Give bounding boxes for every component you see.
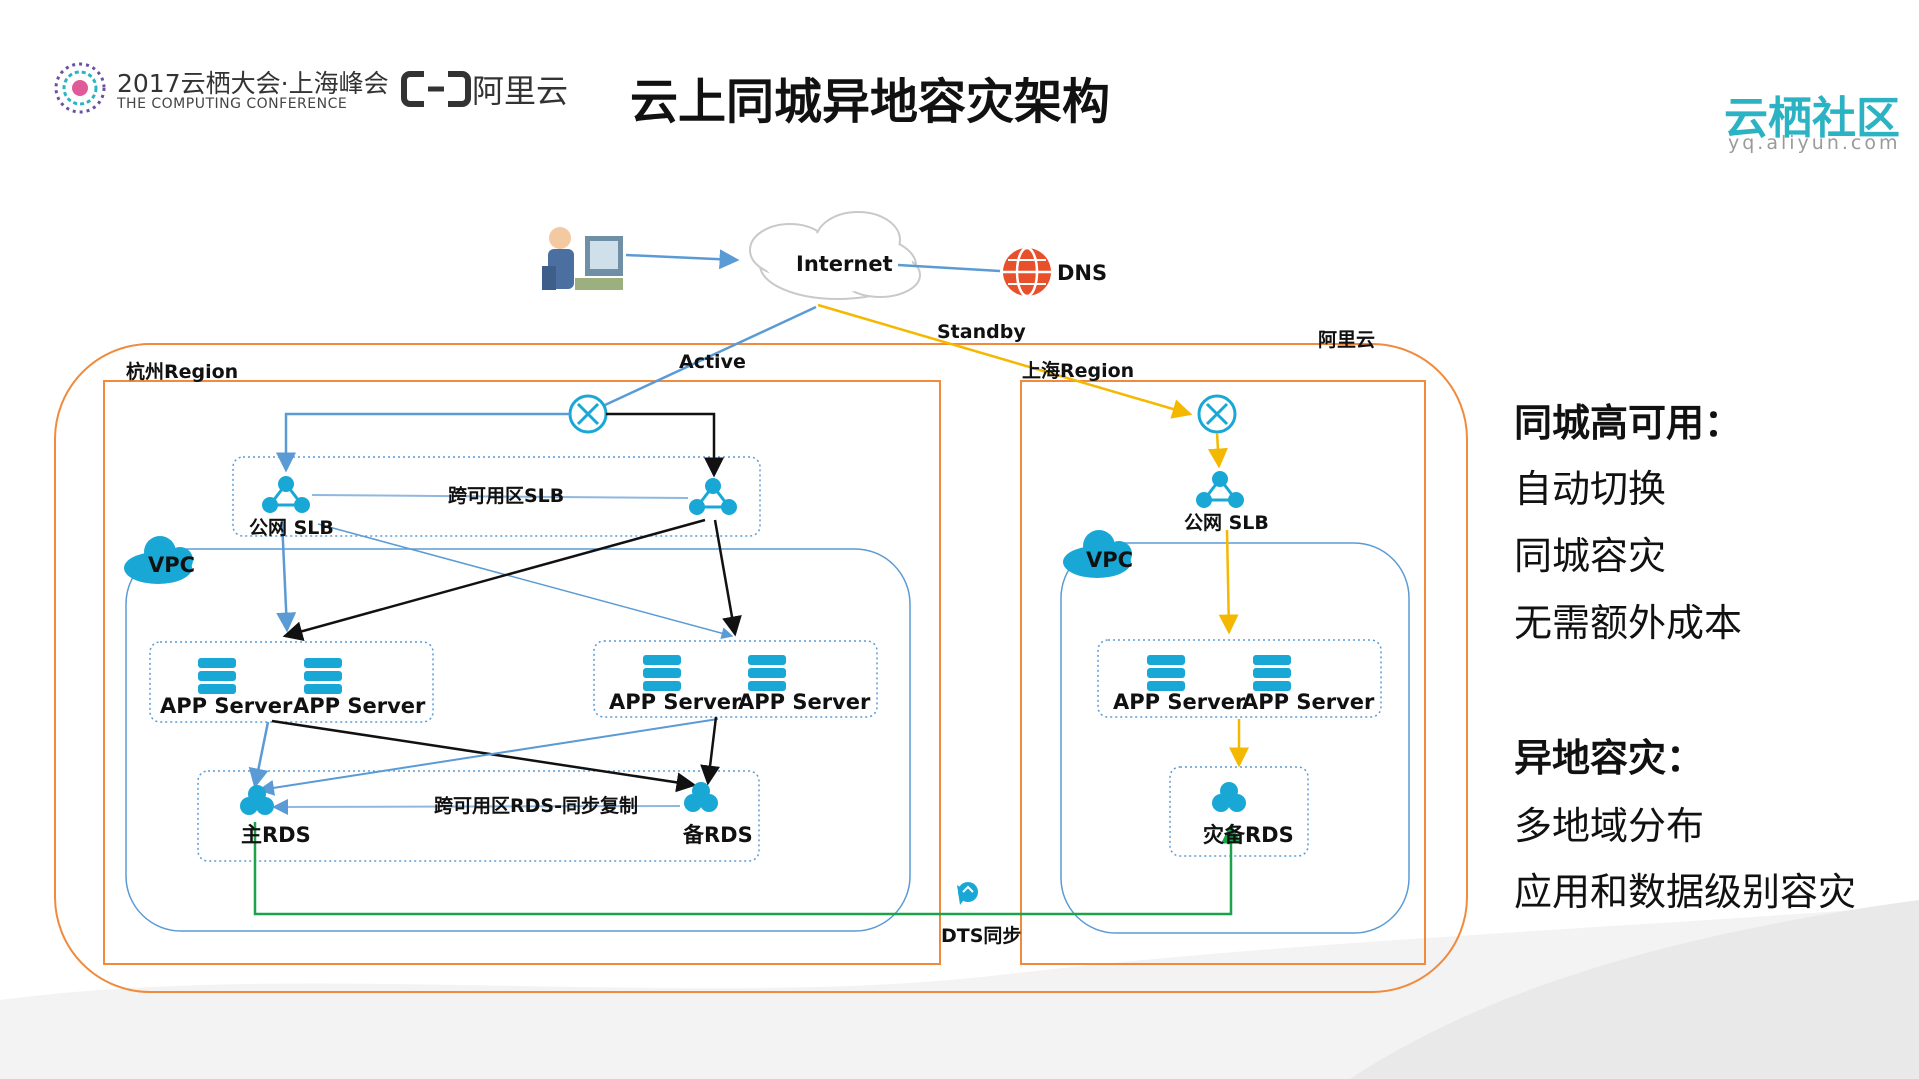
dns-label: DNS: [1057, 261, 1108, 285]
dns-globe-icon: [1003, 246, 1051, 298]
app-server-label-2: APP Server: [293, 694, 426, 718]
standby-label: Standby: [937, 321, 1026, 343]
router-icon-sh: [1197, 394, 1237, 434]
community-title: 云栖社区: [1724, 93, 1900, 144]
community-url: yq.aliyun.com: [1728, 132, 1901, 154]
app-group-box-1: [149, 641, 434, 723]
section1-item-1: 自动切换: [1514, 467, 1667, 511]
public-slb-label-sh: 公网 SLB: [1184, 512, 1269, 534]
server-icon-1: [198, 658, 236, 694]
app-server-label-3: APP Server: [609, 690, 742, 714]
section2-item-2: 应用和数据级别容灾: [1514, 870, 1857, 914]
app-group-box-sh: [1097, 639, 1382, 718]
slb-icon-sh: [1196, 471, 1244, 508]
user-computer-icon: [542, 227, 623, 290]
hangzhou-region-label: 杭州Region: [126, 361, 239, 383]
conference-subtitle: THE COMPUTING CONFERENCE: [117, 96, 348, 112]
hangzhou-region-box: [103, 380, 941, 965]
vpc-label-sh: VPC: [1086, 548, 1134, 572]
conference-title: 2017云栖大会·上海峰会: [117, 69, 389, 98]
aliyun-brand: 阿里云: [472, 72, 569, 110]
section1-item-3: 无需额外成本: [1514, 601, 1743, 645]
standby-rds-label: 备RDS: [683, 823, 753, 847]
app-server-label-1: APP Server: [160, 694, 293, 718]
section1-item-2: 同城容灾: [1514, 534, 1667, 578]
public-slb-label-hz: 公网 SLB: [249, 517, 334, 539]
slb-icon-1: [262, 476, 310, 513]
vpc-cloud-icon-sh: [1063, 530, 1132, 578]
section2-title: 异地容灾：: [1514, 736, 1705, 780]
active-label: Active: [679, 351, 746, 373]
aliyun-cloud-label: 阿里云: [1318, 329, 1376, 351]
shanghai-region-box: [1020, 380, 1426, 965]
router-icon-hz: [568, 394, 608, 434]
dr-rds-label: 灾备RDS: [1203, 823, 1294, 847]
rds-group-box-sh: [1169, 766, 1309, 857]
server-icon-3: [643, 655, 681, 691]
app-server-label-4: APP Server: [738, 690, 871, 714]
aliyun-cloud-boundary: [54, 343, 1468, 993]
internet-label: Internet: [796, 252, 893, 276]
server-icon-5: [1147, 655, 1185, 691]
shanghai-region-label: 上海Region: [1022, 360, 1135, 382]
page-title: 云上同城异地容灾架构: [630, 74, 1111, 130]
app-server-label-5: APP Server: [1113, 690, 1246, 714]
vpc-label-hz: VPC: [148, 553, 196, 577]
app-group-box-2: [593, 640, 878, 718]
dts-sync-label: DTS同步: [941, 925, 1022, 947]
rds-icon-primary: [240, 785, 274, 815]
dts-icon: [957, 882, 978, 905]
server-icon-4: [748, 655, 786, 691]
server-icon-6: [1253, 655, 1291, 691]
section2-item-1: 多地域分布: [1514, 804, 1705, 848]
rds-group-box: [197, 770, 760, 862]
app-server-label-6: APP Server: [1242, 690, 1375, 714]
vpc-box-hz: [125, 548, 911, 932]
rds-icon-dr: [1212, 782, 1246, 812]
slb-icon-2: [689, 478, 737, 515]
cross-az-slb-label: 跨可用区SLB: [448, 485, 565, 507]
primary-rds-label: 主RDS: [241, 823, 311, 847]
vpc-cloud-icon-hz: [124, 536, 193, 584]
vpc-box-sh: [1060, 542, 1410, 934]
section1-title: 同城高可用：: [1514, 401, 1743, 445]
rds-icon-standby: [684, 782, 718, 812]
slb-group-box: [232, 456, 761, 537]
server-icon-2: [304, 658, 342, 694]
cross-az-rds-label: 跨可用区RDS-同步复制: [434, 795, 638, 817]
